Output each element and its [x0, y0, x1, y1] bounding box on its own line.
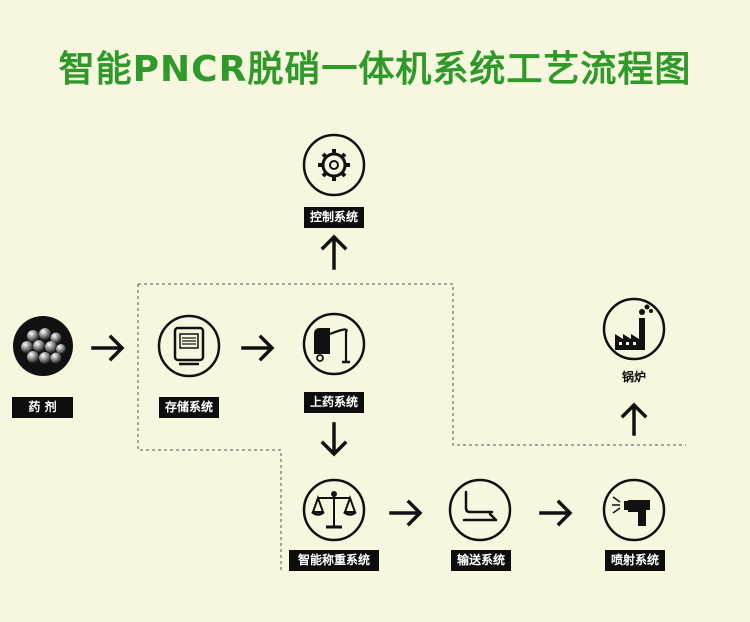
- arrow-conveying-to-spraying: [539, 499, 573, 527]
- storage-node: [157, 314, 221, 378]
- arrow-spraying-to-boiler: [620, 402, 648, 436]
- loading-label: 上药系统: [304, 392, 364, 413]
- pellets-icon: [21, 328, 66, 364]
- storage-label: 存储系统: [159, 397, 219, 418]
- boiler-node: [602, 297, 666, 361]
- vacuum-loader-icon: [314, 328, 350, 364]
- spraying-node: [602, 478, 666, 542]
- scale-icon: [311, 491, 357, 529]
- gear-icon: [318, 149, 350, 181]
- arrow-storage-to-loading: [241, 334, 275, 362]
- reagent-label: 药 剂: [12, 397, 73, 418]
- weighing-node: [302, 478, 366, 542]
- conveyor-icon: [462, 490, 498, 522]
- control-label: 控制系统: [304, 207, 364, 228]
- spraying-label: 喷射系统: [605, 550, 665, 571]
- boiler-label: 锅炉: [621, 370, 646, 384]
- loading-node: [302, 312, 366, 376]
- reagent-node: [13, 316, 73, 376]
- arrow-reagent-to-storage: [91, 334, 125, 362]
- arrow-loading-to-control: [320, 234, 348, 270]
- page-title: 智能PNCR脱硝一体机系统工艺流程图: [58, 49, 692, 90]
- spray-nozzle-icon: [612, 496, 650, 526]
- storage-tank-icon: [173, 326, 205, 366]
- conveying-label: 输送系统: [451, 550, 511, 571]
- conveying-node: [448, 478, 512, 542]
- weighing-label: 智能称重系统: [289, 550, 379, 571]
- factory-icon: [615, 304, 653, 350]
- arrow-weighing-to-conveying: [389, 499, 423, 527]
- control-node: [302, 133, 366, 197]
- arrow-loading-to-weighing: [320, 422, 348, 457]
- dashed-boundary: [137, 283, 686, 572]
